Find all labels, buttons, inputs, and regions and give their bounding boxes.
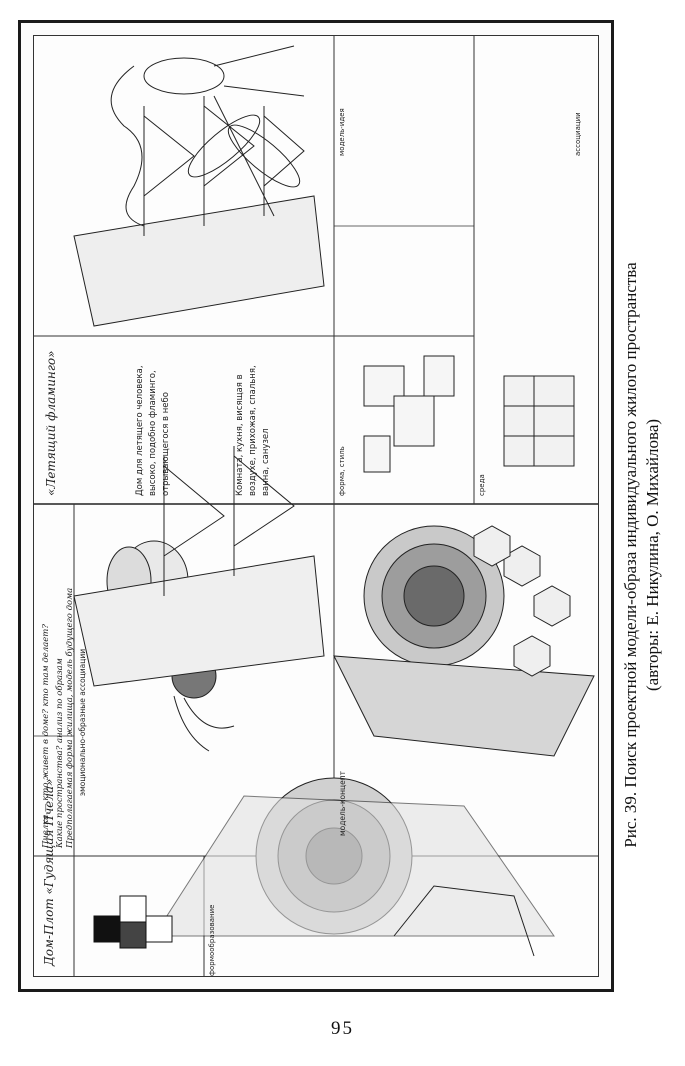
page-number: 95: [331, 1018, 354, 1039]
board-right-model: модель-идея: [338, 108, 346, 156]
board-right-notes-1: Дом для летящего человека, высоко, подоб…: [135, 365, 171, 496]
board-right-notes-2: Комната, кухня, висящая в воздухе, прихо…: [235, 365, 271, 496]
board-right-title: «Летящий фламинго»: [44, 350, 58, 496]
board-right-form: форма, стиль: [338, 446, 346, 496]
building-sketch: [503, 375, 575, 467]
dragonfly-sketch: [187, 95, 301, 217]
caption-line-2: (авторы: Е. Никулина, О. Михайлова): [643, 418, 662, 692]
hive-sphere-sketch: [333, 525, 595, 757]
board-left-form: формообразование: [208, 904, 216, 976]
illustration-plate: Дом-Плот «Гудящая Пчела» эмоционально-об…: [18, 20, 614, 992]
caption-line-1: Рис. 39. Поиск проектной модели-образа и…: [621, 262, 640, 848]
figure-caption: Рис. 39. Поиск проектной модели-образа и…: [620, 245, 680, 865]
boards-drawing: [34, 36, 598, 976]
form-blocks-sketch: [93, 895, 173, 949]
board-right-env: среда: [478, 474, 486, 496]
flamingo-sketch: [110, 45, 305, 227]
board-left-notes-3: Предполагаемая форма жилища, модель буду…: [65, 587, 75, 848]
cubes-sketch: [363, 355, 455, 473]
board-right-associations: ассоциации: [574, 112, 582, 156]
board-left-associations: эмоционально-образные ассоциации: [78, 648, 87, 796]
board-left-model: модель-концепт: [338, 771, 347, 836]
model-concept-sketch: [153, 777, 555, 957]
ship-sketch: [73, 96, 325, 687]
concept-boards: Дом-Плот «Гудящая Пчела» эмоционально-об…: [33, 35, 599, 977]
board-left-notes-1: Пчелка — кто живет в доме? кто там делае…: [41, 624, 51, 848]
